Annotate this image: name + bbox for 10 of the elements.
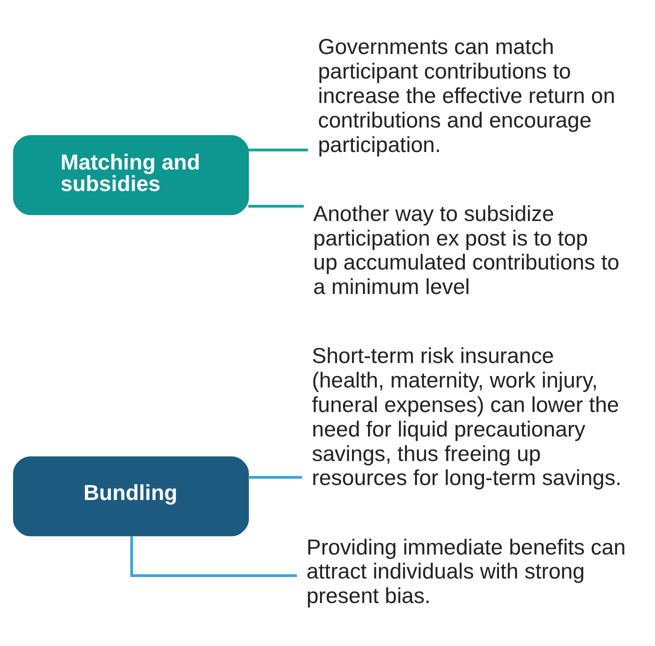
node-box: Bundling (13, 456, 249, 536)
node-text: Providing immediate benefits can attract individuals with strong present bias. (306, 534, 626, 608)
connector (248, 204, 304, 208)
node-box: Matching and subsidies (13, 134, 249, 215)
connector (248, 148, 308, 151)
node-text: Another way to subsidize participation ex post is to top up accumulated contributions to a minimum level (313, 200, 620, 299)
connector (130, 535, 297, 576)
node-text: Short-term risk insurance (health, maternity, work injury, funeral expenses) can lower the need for liquid precautionary savings, thus freeing up resources for long-term savings. (312, 342, 622, 490)
connector (248, 475, 302, 478)
node-text: Governments can match participant contributions to increase the effective return on contributions and encourage participation. (318, 34, 616, 156)
